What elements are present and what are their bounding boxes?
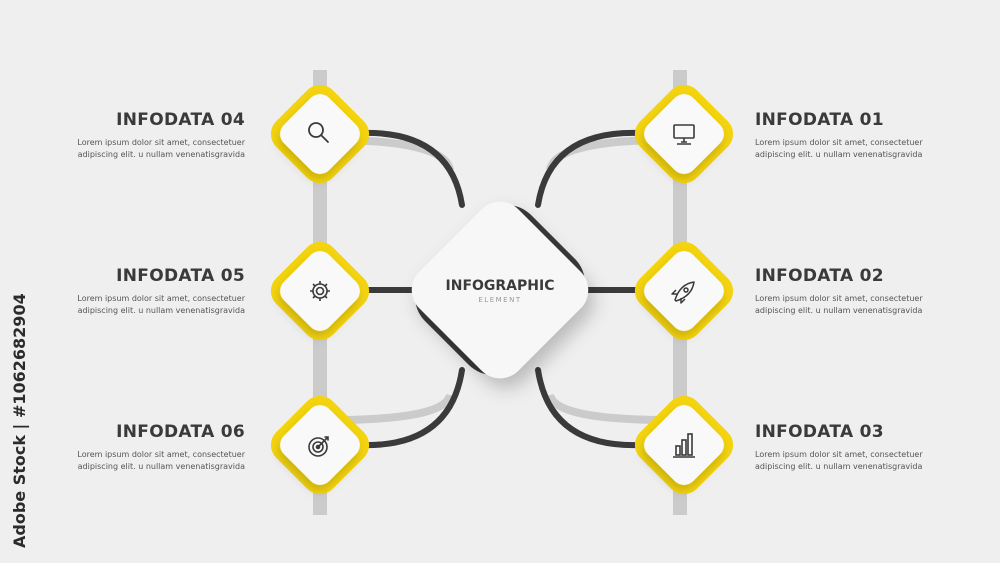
label-01: INFODATA 01 Lorem ipsum dolor sit amet, … bbox=[755, 110, 995, 161]
label-desc-line1: Lorem ipsum dolor sit amet, consectetuer bbox=[77, 450, 245, 459]
node-05 bbox=[270, 241, 370, 341]
label-desc-line2: adipiscing elit. u nullam venenatisgravi… bbox=[755, 150, 923, 159]
label-03: INFODATA 03 Lorem ipsum dolor sit amet, … bbox=[755, 422, 995, 473]
label-05: INFODATA 05 Lorem ipsum dolor sit amet, … bbox=[5, 266, 245, 317]
label-desc-line1: Lorem ipsum dolor sit amet, consectetuer bbox=[755, 450, 923, 459]
stock-watermark: Adobe Stock | #1062682904 bbox=[10, 293, 29, 548]
label-04: INFODATA 04 Lorem ipsum dolor sit amet, … bbox=[5, 110, 245, 161]
label-title: INFODATA 06 bbox=[116, 422, 245, 442]
monitor-icon bbox=[673, 124, 695, 145]
label-desc-line2: adipiscing elit. u nullam venenatisgravi… bbox=[77, 150, 245, 159]
label-02: INFODATA 02 Lorem ipsum dolor sit amet, … bbox=[755, 266, 995, 317]
label-desc-line1: Lorem ipsum dolor sit amet, consectetuer bbox=[755, 138, 923, 147]
dark-connectors bbox=[357, 129, 643, 449]
center-label: INFOGRAPHIC ELEMENT bbox=[420, 278, 580, 304]
label-title: INFODATA 02 bbox=[755, 266, 884, 286]
label-desc-line2: adipiscing elit. u nullam venenatisgravi… bbox=[755, 306, 923, 315]
node-04 bbox=[270, 84, 370, 184]
label-title: INFODATA 05 bbox=[116, 266, 245, 286]
label-title: INFODATA 03 bbox=[755, 422, 884, 442]
search-icon bbox=[308, 122, 329, 143]
label-title: INFODATA 01 bbox=[755, 110, 884, 130]
label-desc-line1: Lorem ipsum dolor sit amet, consectetuer bbox=[755, 294, 923, 303]
label-desc-line1: Lorem ipsum dolor sit amet, consectetuer bbox=[77, 138, 245, 147]
center-title: INFOGRAPHIC bbox=[445, 278, 555, 294]
node-03 bbox=[634, 395, 734, 495]
label-desc-line2: adipiscing elit. u nullam venenatisgravi… bbox=[755, 462, 923, 471]
gear-icon bbox=[310, 281, 330, 301]
label-desc-line1: Lorem ipsum dolor sit amet, consectetuer bbox=[77, 294, 245, 303]
label-desc-line2: adipiscing elit. u nullam venenatisgravi… bbox=[77, 306, 245, 315]
rocket-icon bbox=[671, 281, 695, 304]
bar-chart-icon bbox=[673, 433, 695, 458]
target-icon bbox=[308, 436, 329, 457]
node-01 bbox=[634, 84, 734, 184]
label-06: INFODATA 06 Lorem ipsum dolor sit amet, … bbox=[5, 422, 245, 473]
label-title: INFODATA 04 bbox=[116, 110, 245, 130]
center-subtitle: ELEMENT bbox=[478, 296, 522, 304]
center-node bbox=[411, 201, 589, 379]
label-desc-line2: adipiscing elit. u nullam venenatisgravi… bbox=[77, 462, 245, 471]
